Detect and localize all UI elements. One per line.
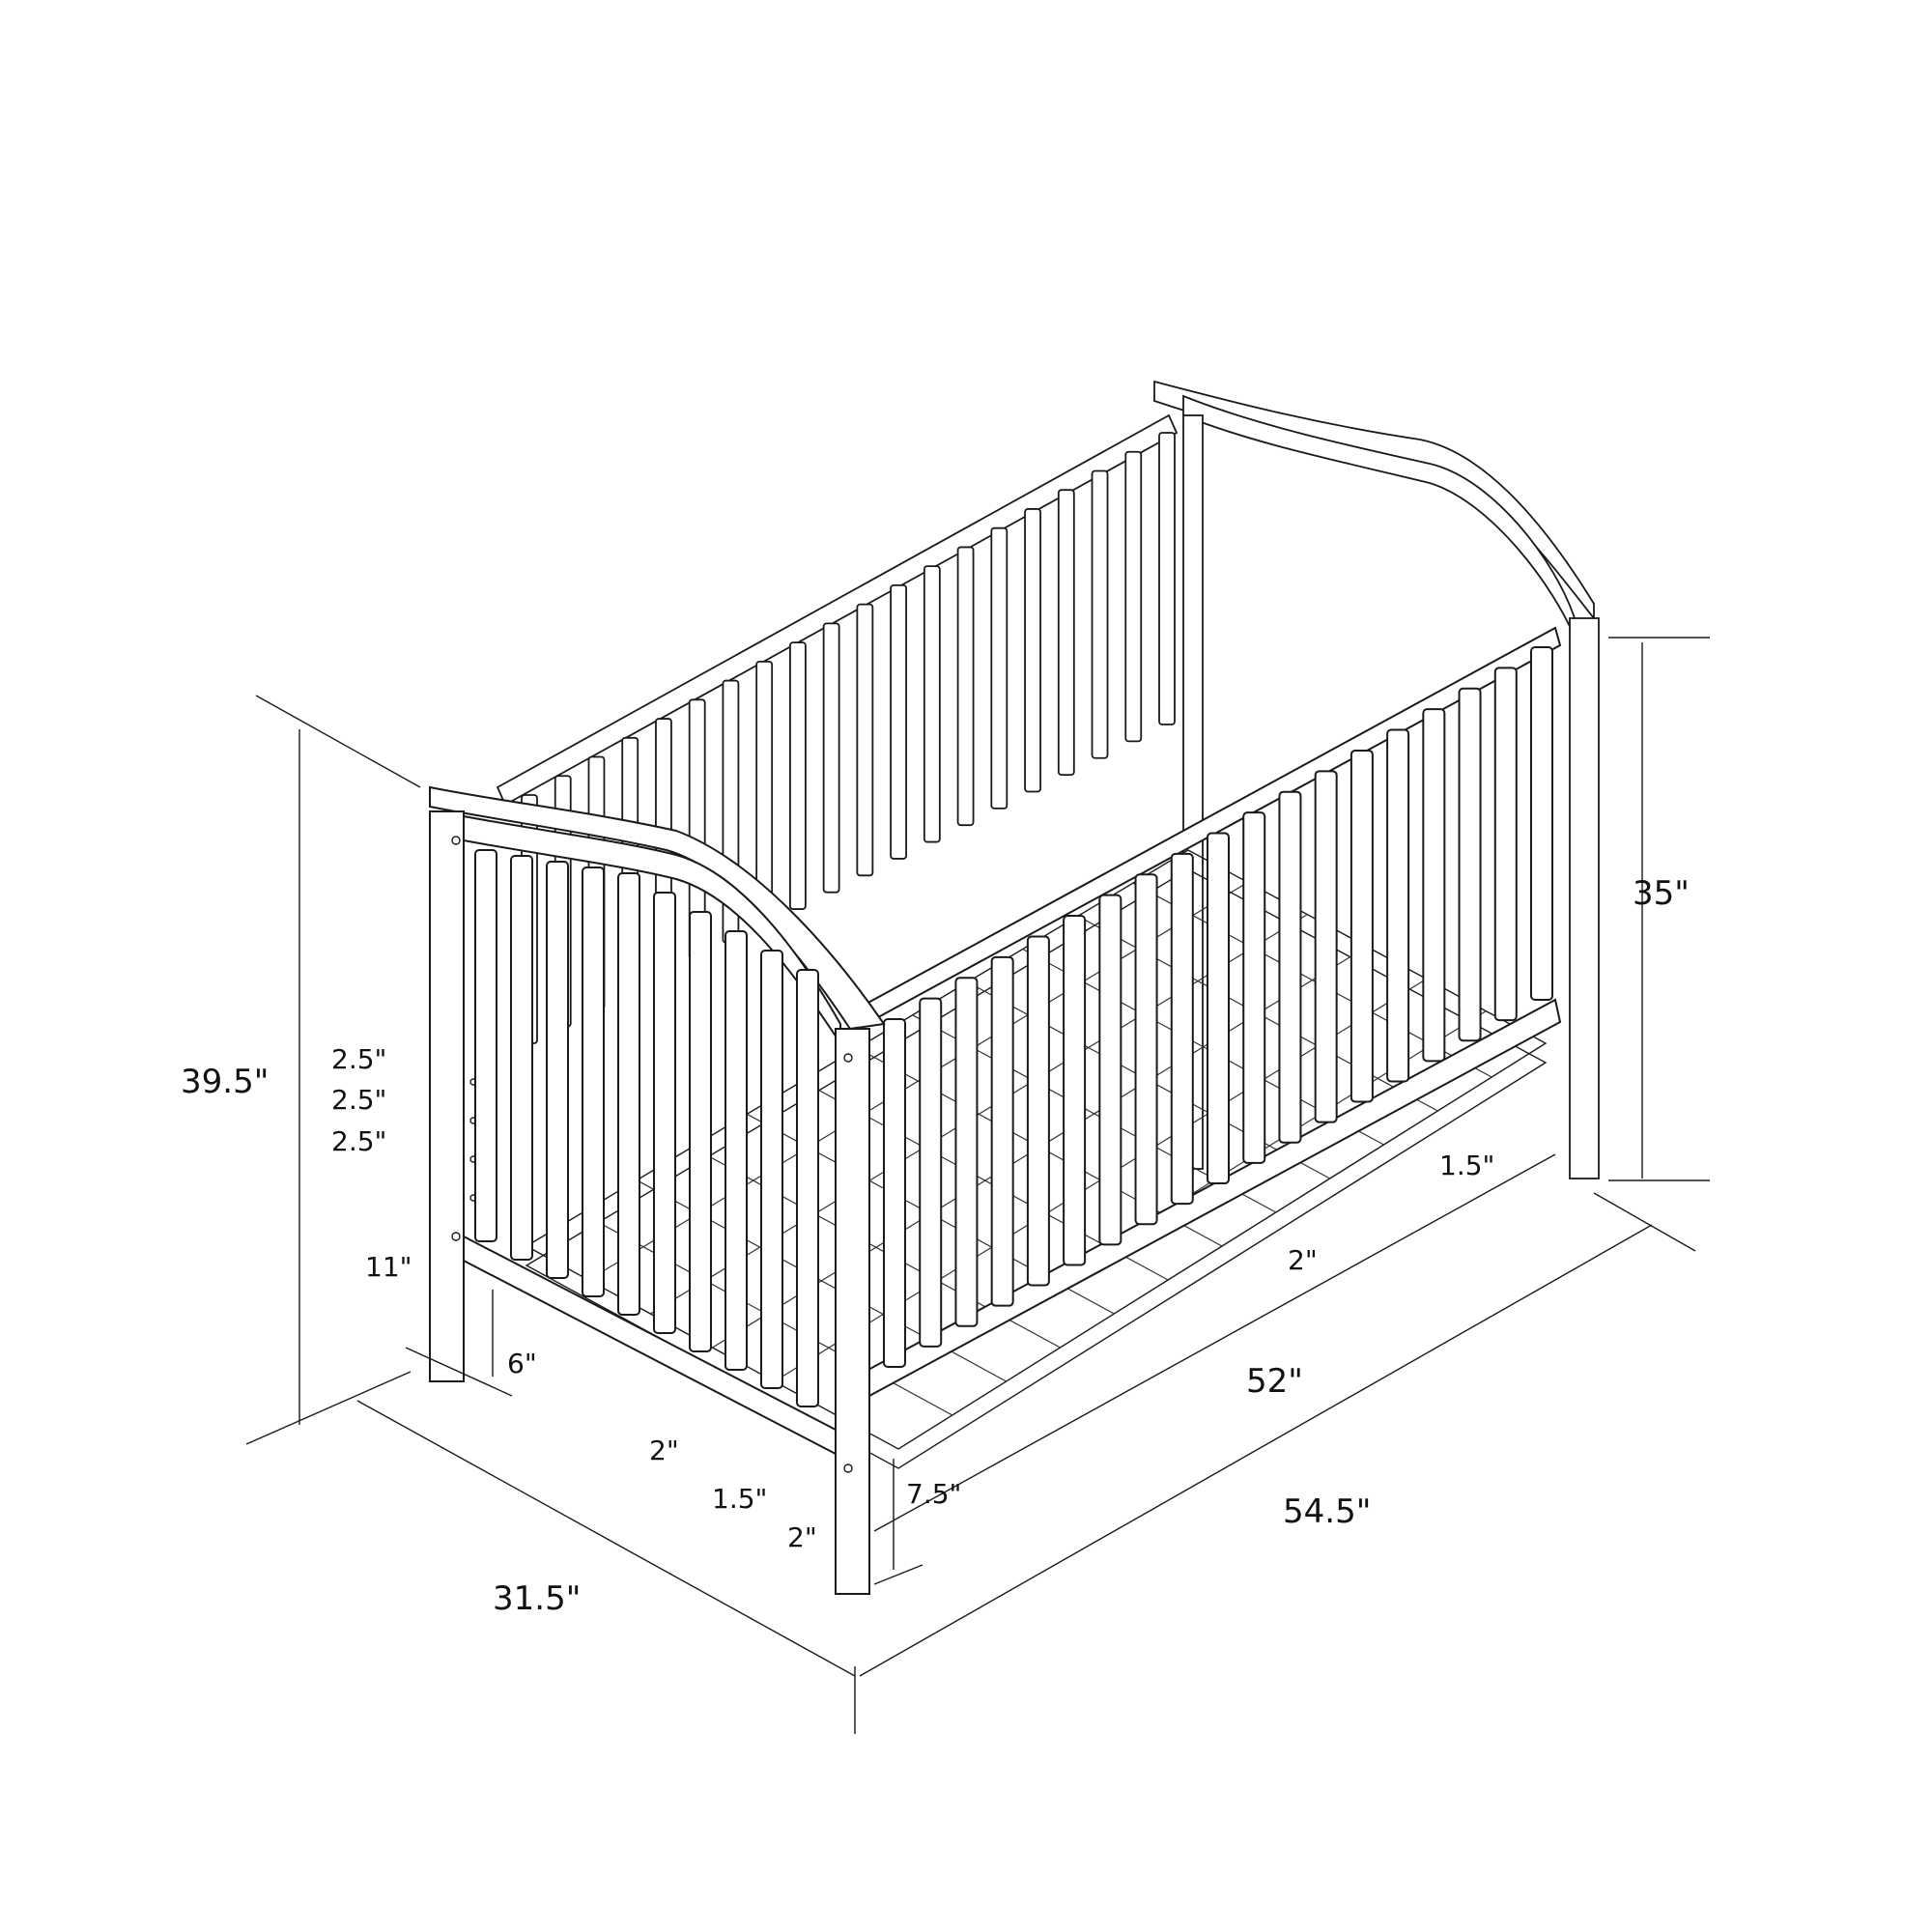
dim-leg-height-side: 7.5" bbox=[906, 1478, 962, 1510]
dim-mattress-pos-2: 2.5" bbox=[331, 1084, 387, 1116]
dim-overall-height: 39.5" bbox=[181, 1063, 270, 1101]
dim-mattress-pos-1: 2.5" bbox=[331, 1043, 387, 1075]
dim-lowest-position: 11" bbox=[365, 1251, 412, 1283]
dim-overall-width: 31.5" bbox=[493, 1579, 582, 1618]
dim-leg-height-end: 6" bbox=[507, 1348, 537, 1379]
dim-slat-gap-side: 2" bbox=[1288, 1244, 1318, 1276]
dim-rail-height: 35" bbox=[1633, 874, 1690, 913]
dimension-lines bbox=[245, 637, 1710, 1734]
dim-slat-width-front: 1.5" bbox=[712, 1483, 768, 1515]
dim-slat-gap-front-2: 2" bbox=[787, 1521, 817, 1553]
dim-slat-gap-front-1: 2" bbox=[649, 1435, 679, 1466]
near-headboard bbox=[429, 785, 886, 1595]
dim-inner-length: 52" bbox=[1246, 1362, 1303, 1401]
dim-slat-width-side: 1.5" bbox=[1439, 1150, 1495, 1181]
dim-overall-length: 54.5" bbox=[1283, 1492, 1372, 1531]
dim-mattress-pos-3: 2.5" bbox=[331, 1125, 387, 1157]
front-slats bbox=[883, 646, 1553, 1368]
